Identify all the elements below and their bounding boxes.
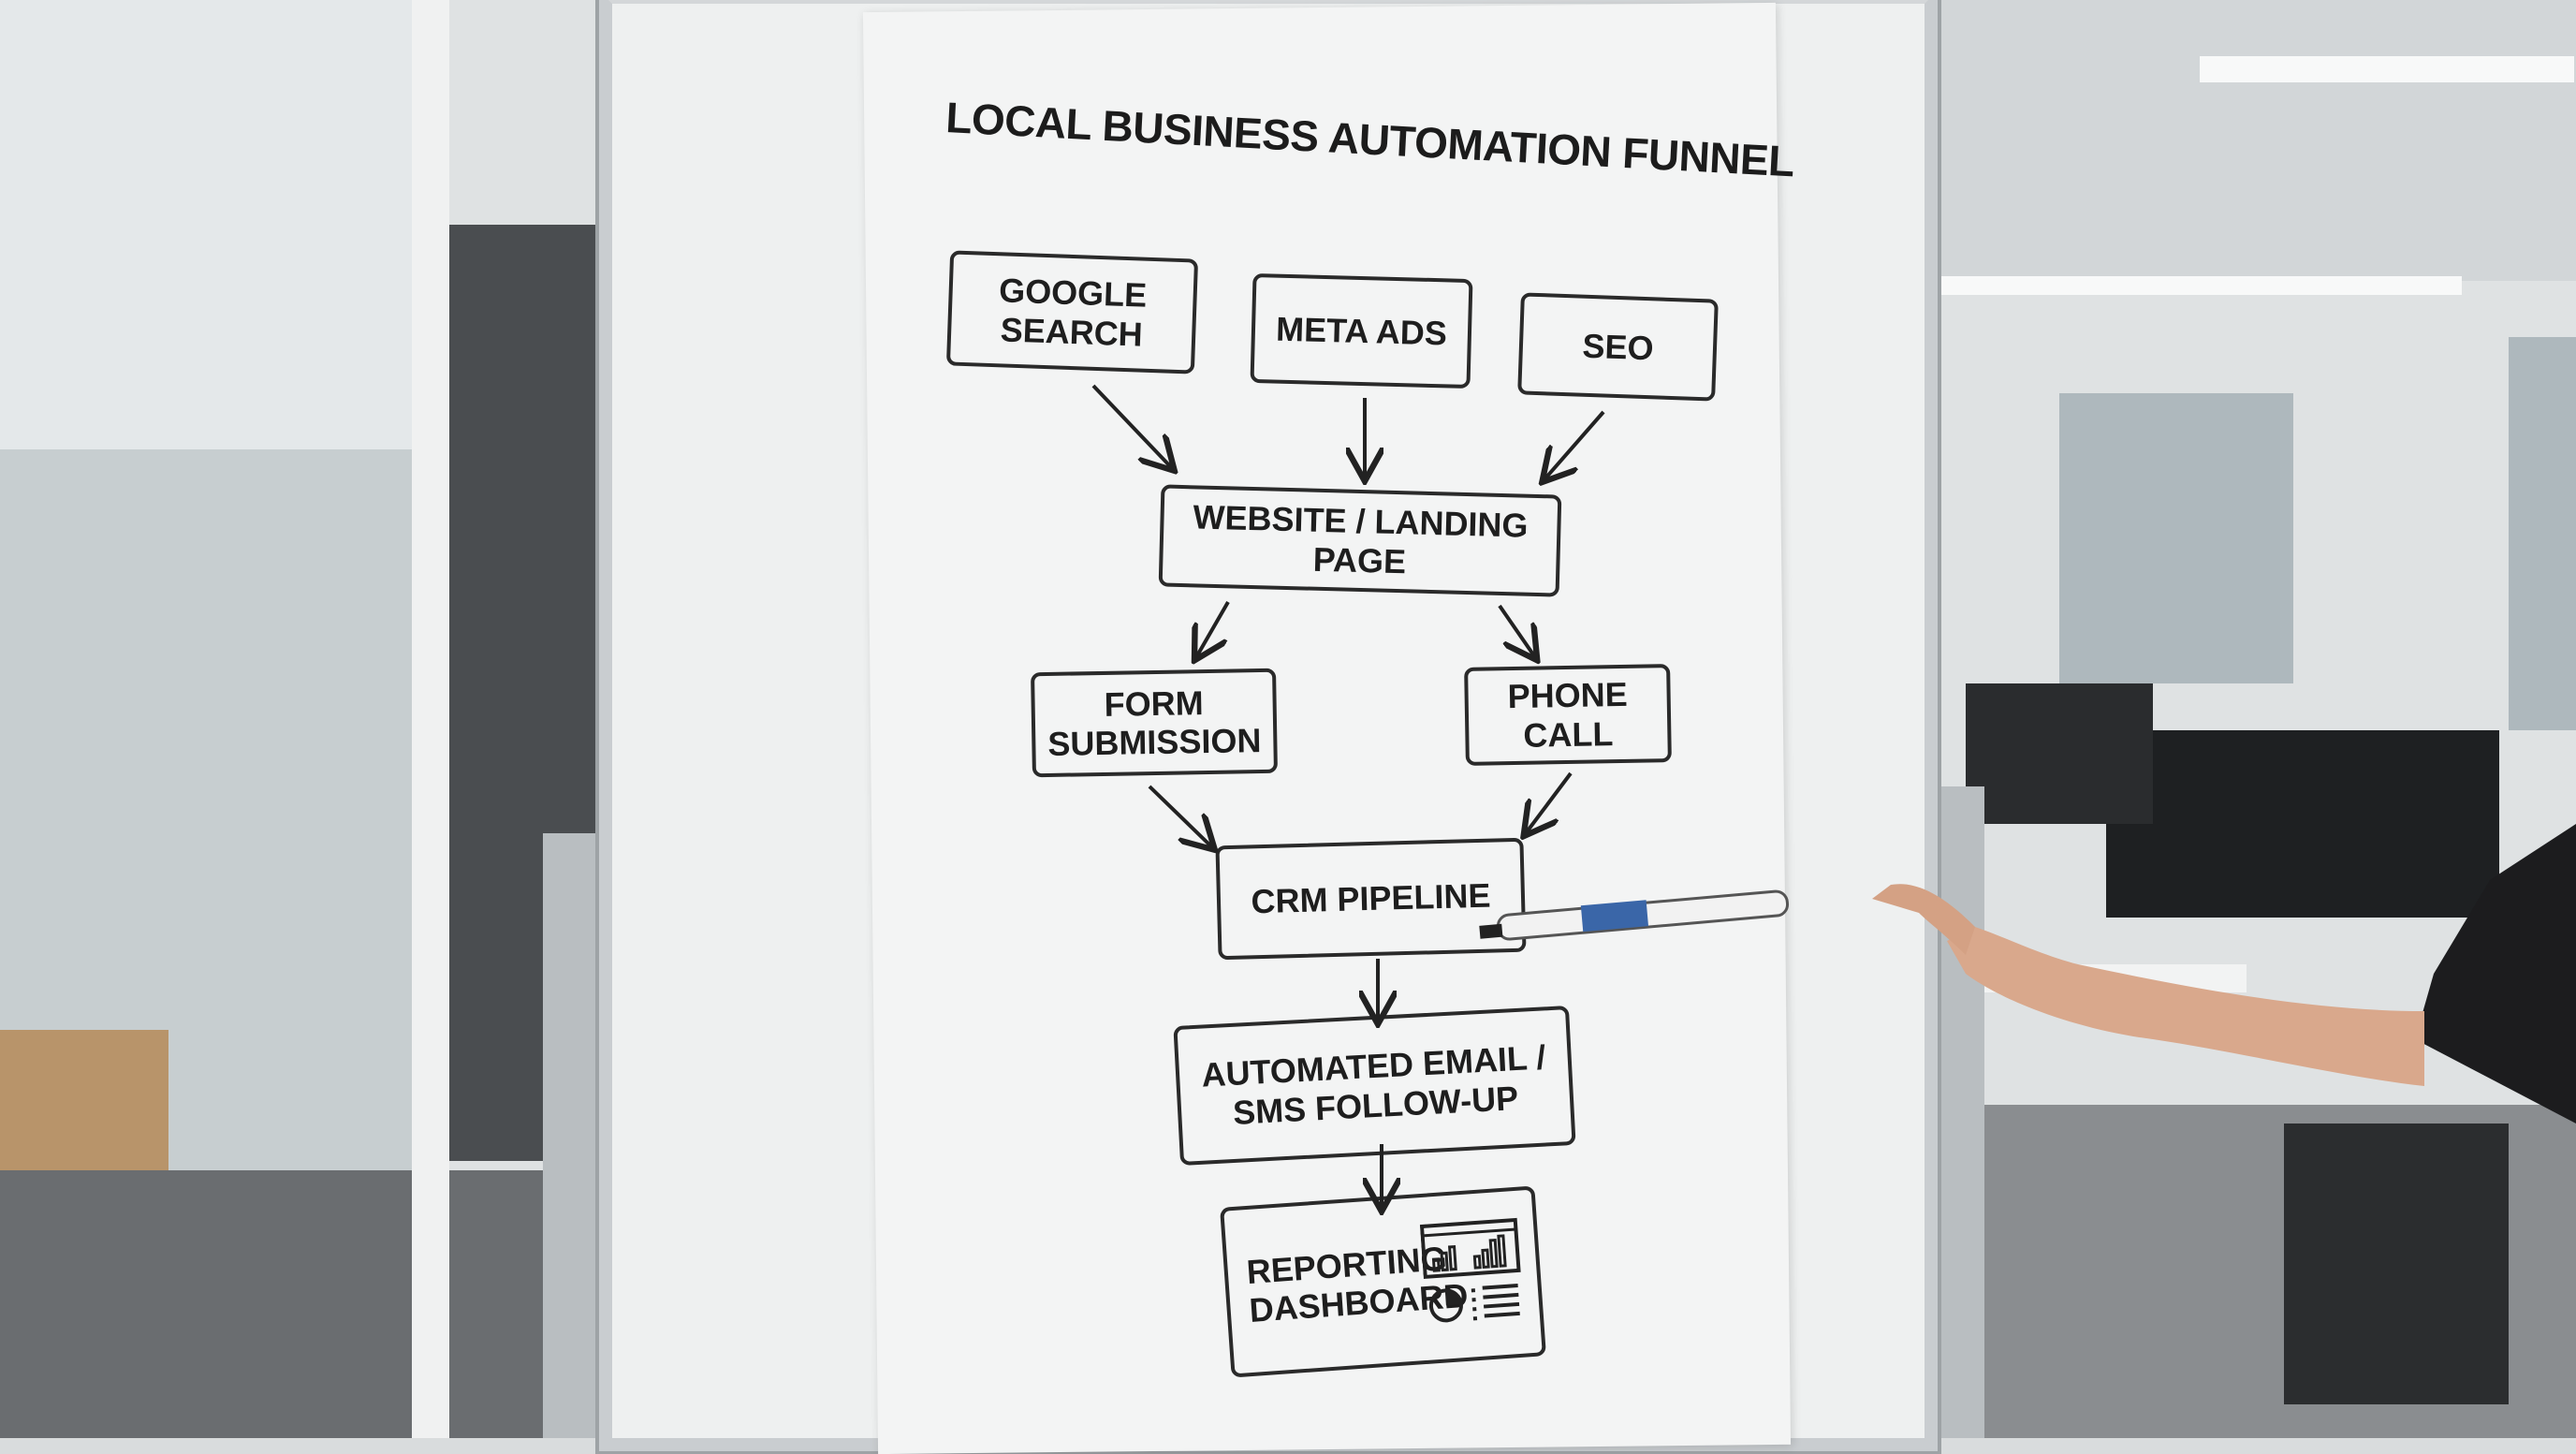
node-seo: SEO <box>1517 292 1719 401</box>
node-phone-call: PHONE CALL <box>1464 664 1672 766</box>
board-stand-left <box>543 833 599 1438</box>
marker-tip <box>1479 924 1502 939</box>
window <box>2509 337 2576 730</box>
floor <box>0 1170 599 1438</box>
node-meta-ads: META ADS <box>1251 273 1473 389</box>
fingers <box>1872 884 1975 955</box>
window <box>2059 393 2293 683</box>
ceiling-light <box>1938 276 2462 295</box>
node-google-search: GOOGLE SEARCH <box>946 250 1198 374</box>
forearm <box>1947 927 2424 1086</box>
person-arm-with-marker <box>1479 824 2576 1438</box>
black-sleeve <box>2415 824 2576 1124</box>
node-website-landing-page: WEBSITE / LANDING PAGE <box>1159 484 1562 596</box>
ceiling-light <box>2200 56 2574 82</box>
monitor <box>1966 683 2153 824</box>
node-form-submission: FORM SUBMISSION <box>1031 668 1278 778</box>
